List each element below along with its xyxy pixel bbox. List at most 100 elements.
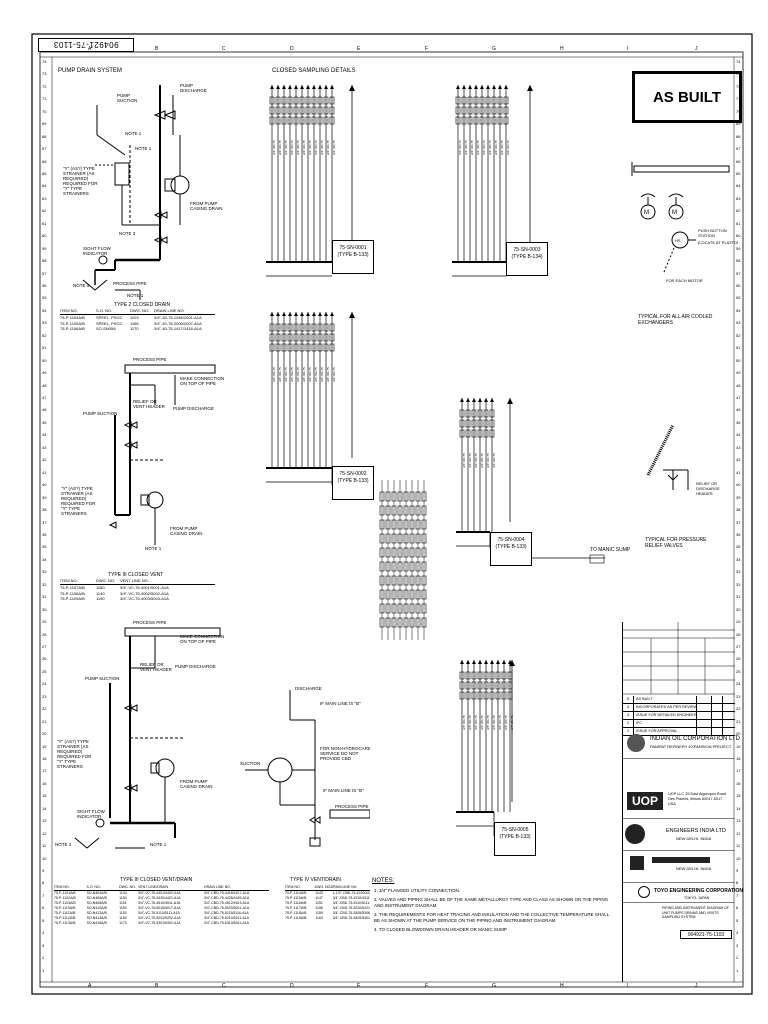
row-number-right: 51 [736,345,741,351]
row-number-left: 23 [42,693,47,699]
column-letter-bottom: D [290,983,294,989]
sampling-arrow [330,85,334,89]
table-header-cell: VENT LINE/DRAIN [138,885,168,889]
sampling-line-tag: 3/4"-SN-75 [296,367,300,382]
sampling-line-tag: 3/4"-SN-75 [480,453,484,468]
row-number-left: 22 [42,706,47,712]
type2-table-header: ITEM NO.S.O. NO.DWG. NO.DRAIN LINE NO. [60,308,215,315]
table-header-cell: ITEM NO. [54,885,70,889]
type3-diagram: PROCESS PIPE MAKE CONNECTION ON TOP OF P… [61,357,224,551]
sampling-arrow [318,312,322,316]
table-cell: 75-P-1108A/B [60,590,85,596]
table-cell: 1170 [130,326,139,331]
table-row: 75-P-1116A/B11513/4"-CBD-75-5110/5111-A1… [285,901,370,906]
sampling-box-0003: 75-SN-0003 (TYPE B-134) [506,242,548,276]
contractor-name-block [652,857,710,863]
revision-by [711,712,722,719]
sampling-arrow [496,660,500,664]
table-row: 75-P-1119A/B11633/4"-CBD-75-5400/5401-A1… [285,916,370,921]
row-number-left: 45 [42,419,47,425]
row-number-left: 13 [42,818,47,824]
svg-text:STRAINERS: STRAINERS [61,511,87,516]
row-number-right: 74 [736,59,741,64]
table-cell: 1190 [96,596,105,601]
sampling-line-tag: 3/4"-SN-75 [494,140,498,155]
row-number-right: 33 [736,569,741,575]
table-cell: 3/4"-VC-75-5201/5202-A1A [137,916,181,920]
eil-logo [625,824,645,844]
revision-chk [722,712,733,719]
table-header-cell: DWG. NO. [96,578,116,583]
sampling-arrow [478,660,482,664]
table-cell: 1155 [315,906,323,910]
sampling-line-tag: 3/4"-SN-75 [470,140,474,155]
sampling-box-0004: 75-SN-0004 (TYPE B-133) [490,532,532,566]
type4-table-header: ITEM NO.DWG. NO.DRAIN LINE NO. [285,884,370,891]
row-number-left: 11 [42,843,47,849]
sampling-arrow [480,85,484,89]
row-number-left: 69 [42,121,47,127]
row-number-right: 5 [736,917,739,923]
svg-text:FROM PUMP: FROM PUMP [170,526,198,531]
table-header-cell: DRAIN LINE NO. [330,885,358,889]
svg-text:HEADER: HEADER [696,491,713,496]
revision-chk [722,728,733,735]
note-item: 1. 3/4" FLANGED UTILITY CONNECTION. [374,888,461,893]
table-cell: 3/4"-VC-75-4420/4421-A1A [137,896,181,900]
revision-number: 3 [623,712,634,719]
column-letter-bottom: G [492,983,496,989]
svg-text:FOR NON-HYDROCARBON: FOR NON-HYDROCARBON [320,746,370,751]
row-number-left: 34 [42,556,47,562]
sampling-box-tag: 75-SN-0002 [339,471,367,477]
svg-text:SUCTION: SUCTION [240,761,260,766]
row-number-right: 12 [736,830,741,836]
table-cell: 1163 [315,916,323,920]
row-number-left: 56 [42,283,47,289]
svg-text:ON TOP OF PIPE: ON TOP OF PIPE [180,381,216,386]
row-number-left: 4 [42,930,45,936]
svg-text:CASING DRAIN: CASING DRAIN [190,206,223,211]
flare-arrow [509,660,515,666]
sampling-line-tag: 3/4"-SN-75 [476,140,480,155]
svg-text:SIGHT FLOW: SIGHT FLOW [77,809,106,814]
sampling-arrow [324,312,328,316]
sampling-arrow [288,312,292,316]
table-cell: 75-P-1105A/B [60,320,85,326]
column-letter-bottom: A [88,983,92,989]
svg-text:PROVIDE CBD: PROVIDE CBD [320,756,352,761]
revision-date [696,704,711,711]
column-letter-top: B [155,46,159,52]
row-number-right: 9 [736,867,739,873]
row-number-right: 60 [736,233,741,239]
svg-text:STRAINER (AS: STRAINER (AS [63,171,95,176]
row-number-right: 16 [736,780,741,786]
table-header-cell: DWG. NO. [119,885,136,889]
row-number-right: 59 [736,245,741,251]
indian-oil-logo [627,734,645,752]
type3-table: ITEM NO.DWG. NO.VENT LINE NO. 75-P-1107A… [60,578,215,602]
row-number-left: 61 [42,220,47,226]
row-number-left: 48 [42,382,47,388]
table-cell: 3/4"-VC-75-5301/5302-A1A [137,921,181,925]
table-cell: 1151 [315,901,323,905]
sampling-line-tag: 3/4"-SN-75 [468,453,472,468]
row-number-left: 70 [42,108,47,114]
sampling-arrow [306,85,310,89]
revision-date [696,696,711,703]
row-number-left: 17 [42,768,47,774]
row-number-left: 47 [42,395,47,401]
table-row: 75-P-1117A/B11553/4"-CBD-75-5220/5221-A1… [285,906,370,911]
revision-description: AS BUILT [636,697,653,701]
column-letter-top: H [560,46,564,52]
row-number-left: 3 [42,942,45,948]
svg-text:IF MAIN LINE IS "B": IF MAIN LINE IS "B" [323,788,364,793]
sampling-line-tag: 3/4"-SN-75 [500,140,504,155]
table-cell: 1153 [119,911,127,915]
